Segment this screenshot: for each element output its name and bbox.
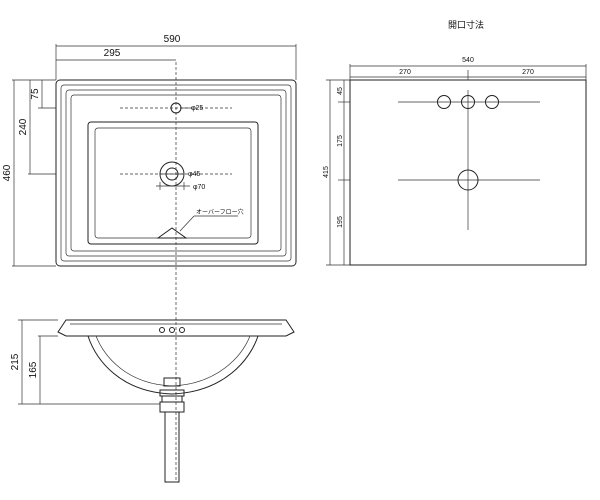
- dim-240-label: 240: [18, 118, 29, 135]
- cutout-view: 開口寸法 540 270 270 415 45 175 195: [323, 19, 587, 266]
- dim-195-label: 195: [337, 216, 344, 228]
- cutout-faucet-hole-right: [485, 95, 499, 109]
- overflow-leader-1: [179, 215, 195, 232]
- side-faucet-hole-left: [159, 327, 165, 333]
- side-view: 215 165: [10, 319, 295, 483]
- drain-outer-label: φ70: [193, 184, 205, 191]
- drain-hole-label: φ45: [188, 171, 200, 178]
- side-faucet-hole-center: [169, 327, 175, 333]
- side-faucet-hole-right: [179, 327, 185, 333]
- cutout-faucet-hole-center: [461, 95, 475, 109]
- dim-415-label: 415: [323, 166, 330, 178]
- dim-590-label: 590: [164, 34, 181, 45]
- top-view: φ25 φ45 φ70 オーバーフロー穴 590 295 460 240: [2, 34, 297, 480]
- side-rim: [57, 319, 295, 337]
- drain-cap: [163, 377, 181, 387]
- dim-175-label: 175: [337, 135, 344, 147]
- overflow-label: オーバーフロー穴: [196, 208, 244, 216]
- cutout-faucet-hole-left: [437, 95, 451, 109]
- cutout-title: 開口寸法: [448, 19, 484, 30]
- cutout-drain-hole: [457, 169, 479, 191]
- overflow-hole: [156, 227, 188, 239]
- dim-75-label: 75: [30, 88, 41, 100]
- dim-540-label: 540: [462, 57, 474, 64]
- drain-nut-2: [161, 395, 183, 403]
- dim-295-label: 295: [104, 48, 121, 59]
- faucet-hole-label: φ25: [191, 105, 203, 112]
- dim-270-left-label: 270: [399, 69, 411, 76]
- drain-pipe: [164, 411, 180, 483]
- dim-270-right-label: 270: [522, 69, 534, 76]
- dim-165-label: 165: [28, 361, 39, 378]
- dim-460-label: 460: [2, 164, 13, 181]
- dim-45-label: 45: [337, 87, 344, 95]
- basin-bowl-inner: [94, 127, 252, 239]
- dim-215-label: 215: [10, 353, 21, 370]
- drain-nut-3: [159, 401, 185, 413]
- basin-bowl-outer: [87, 121, 259, 245]
- side-bowl-outer: [87, 335, 259, 395]
